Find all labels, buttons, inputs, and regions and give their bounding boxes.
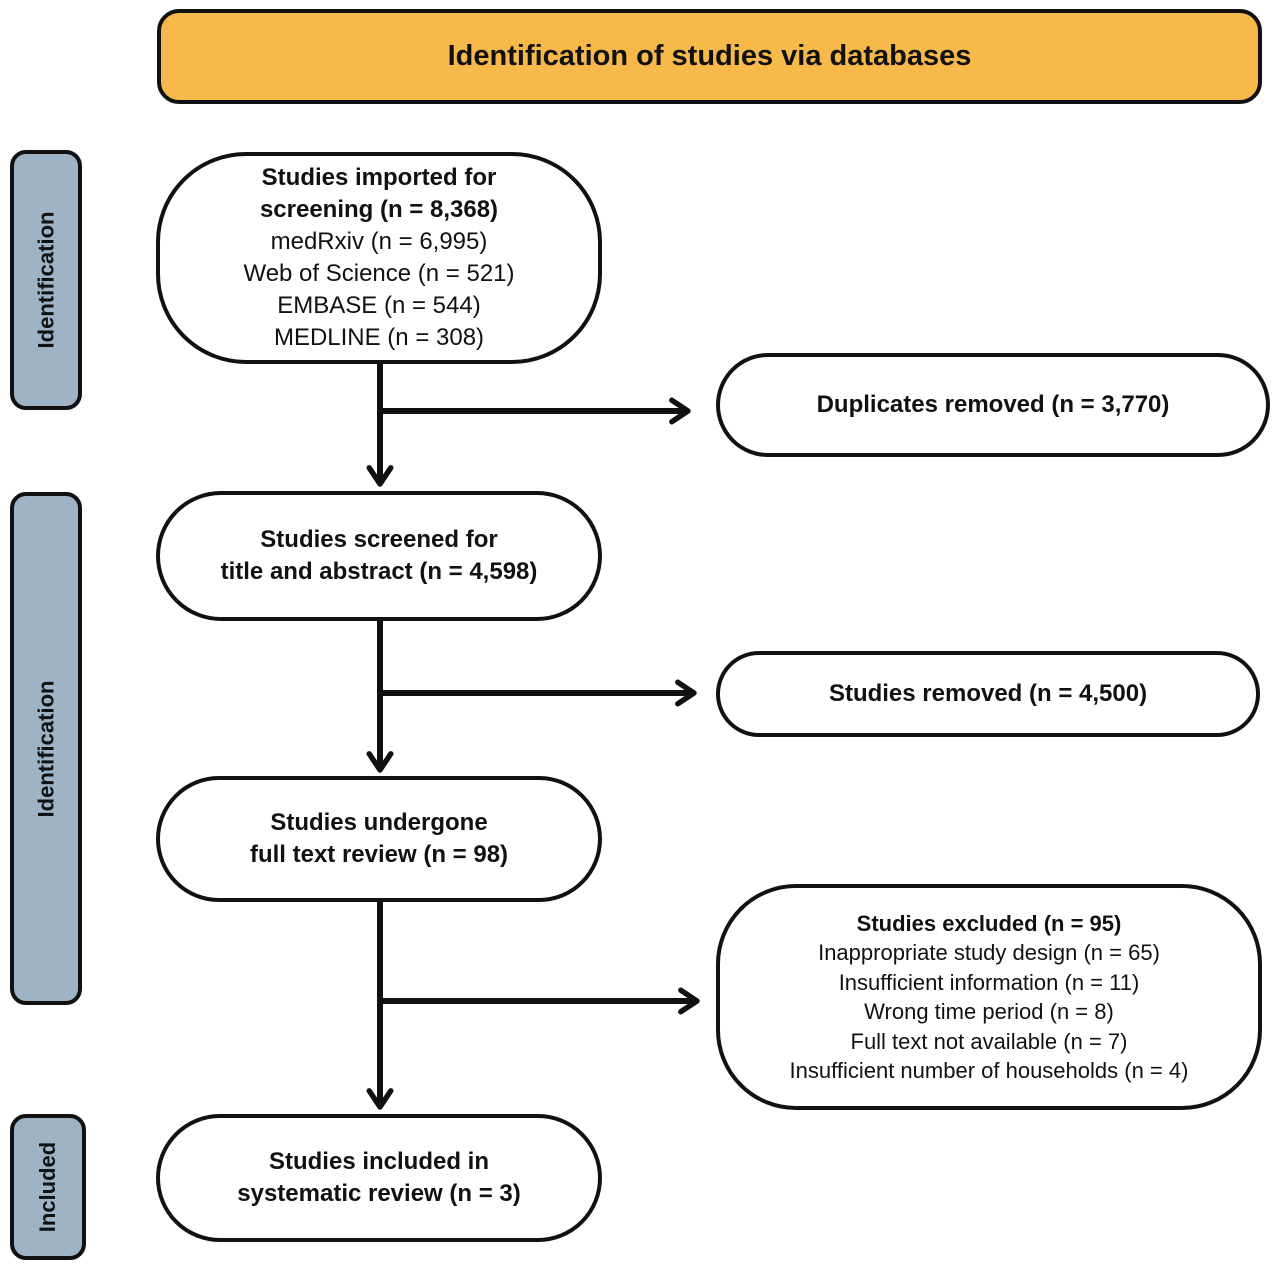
source-item: medRxiv (n = 6,995) [270,228,488,255]
exclusion-reason: Insufficient information (n = 11) [838,969,1140,995]
screened-line1: Studies screened for [260,526,498,553]
fulltext-line1: Studies undergone [270,809,488,836]
stage-label-identification-2: Identification [10,492,82,1005]
box-studies-screened: Studies screened for title and abstract … [156,491,602,621]
header-title: Identification of studies via databases [447,40,972,72]
exclusion-reason: Full text not available (n = 7) [850,1028,1128,1054]
box-duplicates-removed: Duplicates removed (n = 3,770) [716,353,1270,457]
box-studies-excluded: Studies excluded (n = 95) Inappropriate … [716,884,1262,1110]
box-studies-imported: Studies imported for screening (n = 8,36… [156,152,602,364]
box-studies-removed: Studies removed (n = 4,500) [716,651,1260,737]
included-line1: Studies included in [268,1148,490,1175]
source-item: MEDLINE (n = 308) [273,324,485,351]
stage-label-included: Included [10,1114,86,1260]
source-item: EMBASE (n = 544) [277,292,481,319]
diagram-header: Identification of studies via databases [157,9,1262,104]
imported-title-line2: screening (n = 8,368) [259,196,499,223]
exclusion-reason: Inappropriate study design (n = 65) [818,940,1160,965]
removed-text: Studies removed (n = 4,500) [828,680,1148,707]
excluded-title: Studies excluded (n = 95) [856,910,1122,936]
duplicates-text: Duplicates removed (n = 3,770) [816,391,1170,418]
stage-label-identification-1: Identification [10,150,82,410]
exclusion-reason: Wrong time period (n = 8) [864,999,1114,1024]
box-studies-included: Studies included in systematic review (n… [156,1114,602,1242]
screened-line2: title and abstract (n = 4,598) [220,558,538,585]
fulltext-line2: full text review (n = 98) [249,841,509,868]
included-line2: systematic review (n = 3) [237,1180,521,1207]
source-item: Web of Science (n = 521) [243,260,515,287]
box-full-text-review: Studies undergone full text review (n = … [156,776,602,902]
imported-title-line1: Studies imported for [261,164,497,191]
exclusion-reason: Insufficient number of households (n = 4… [789,1058,1189,1083]
